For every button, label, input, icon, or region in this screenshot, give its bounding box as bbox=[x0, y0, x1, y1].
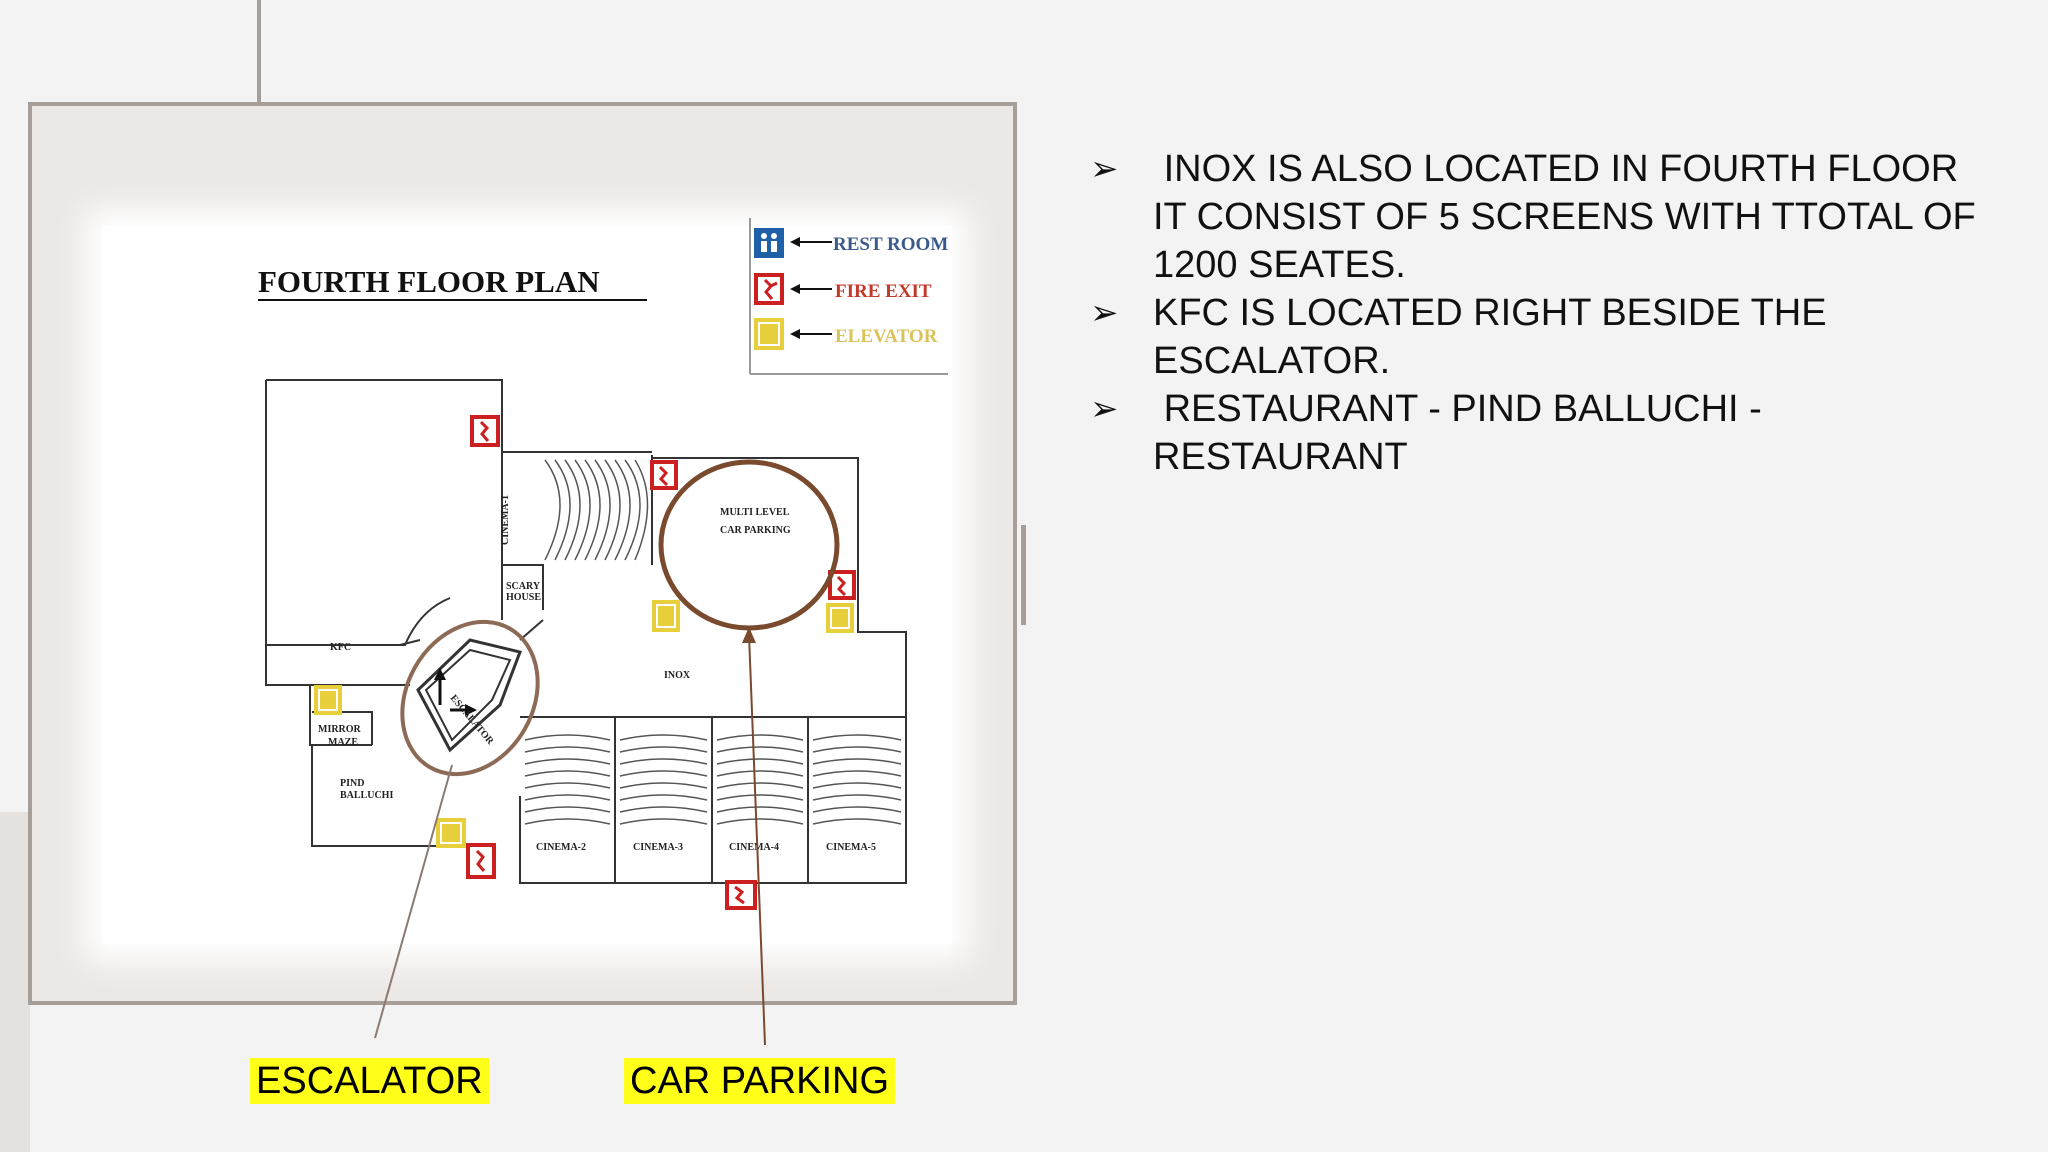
bullet-arrow-icon: ➢ bbox=[1090, 390, 1119, 428]
decorative-tick-right bbox=[1021, 525, 1026, 625]
car-parking-callout: CAR PARKING bbox=[624, 1058, 896, 1104]
bullet-text: RESTAURANT - PIND BALLUCHI - RESTAURANT bbox=[1153, 388, 1773, 478]
bullet-text: INOX IS ALSO LOCATED IN FOURTH FLOOR IT … bbox=[1153, 148, 1987, 286]
floor-plan-frame bbox=[28, 102, 1017, 1005]
decorative-block-left bbox=[0, 812, 30, 1152]
escalator-callout: ESCALATOR bbox=[250, 1058, 489, 1104]
info-bullet-list: ➢ INOX IS ALSO LOCATED IN FOURTH FLOOR I… bbox=[1090, 145, 1990, 481]
bullet-item: ➢ RESTAURANT - PIND BALLUCHI - RESTAURAN… bbox=[1090, 385, 1990, 481]
bullet-item: ➢ KFC IS LOCATED RIGHT BESIDE THE ESCALA… bbox=[1090, 289, 1990, 385]
floor-plan-paper bbox=[102, 226, 952, 944]
decorative-line-top bbox=[257, 0, 261, 102]
bullet-item: ➢ INOX IS ALSO LOCATED IN FOURTH FLOOR I… bbox=[1090, 145, 1990, 289]
bullet-text: KFC IS LOCATED RIGHT BESIDE THE ESCALATO… bbox=[1153, 292, 1827, 382]
bullet-arrow-icon: ➢ bbox=[1090, 294, 1119, 332]
bullet-arrow-icon: ➢ bbox=[1090, 150, 1119, 188]
